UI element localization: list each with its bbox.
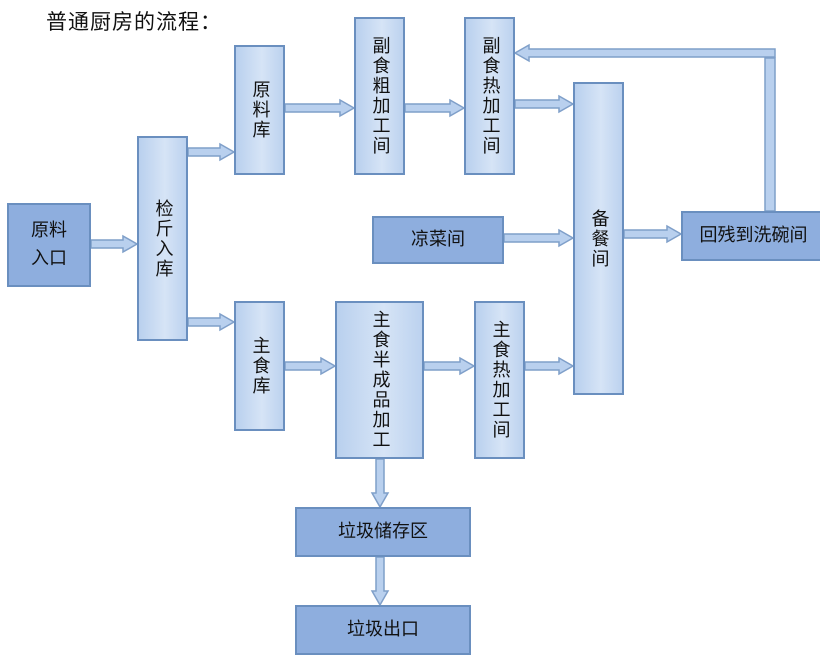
arrow-wash-return-vertical (764, 57, 776, 212)
node-prep-meal: 备餐间 (573, 82, 624, 395)
arrow-entry-to-inspect (90, 234, 139, 254)
flow-arrows (90, 43, 776, 607)
node-inspect-store: 检斤入库 (137, 136, 188, 341)
node-staple-heat: 主食热加工间 (474, 301, 525, 459)
node-staple-store: 主食库 (234, 301, 285, 431)
arrow-raw-to-side-rough (284, 98, 356, 118)
arrow-inspect-to-staple-store (187, 312, 236, 332)
node-side-heat-label: 副食热加工间 (479, 36, 501, 156)
arrow-side-heat-to-prep (514, 94, 575, 114)
node-garbage-store-label: 垃圾储存区 (338, 521, 428, 542)
node-dish-wash: 回残到洗碗间 (681, 211, 820, 261)
arrow-layer (90, 43, 776, 607)
node-raw-entry: 原料入口 (7, 203, 91, 287)
node-staple-semi-label: 主食半成品加工 (369, 310, 391, 450)
node-side-rough: 副食粗加工间 (354, 17, 405, 175)
node-dish-wash-label: 回残到洗碗间 (699, 225, 808, 246)
arrow-prep-to-wash (623, 224, 683, 244)
node-staple-store-label: 主食库 (249, 336, 271, 396)
arrow-semi-to-garbage (370, 458, 390, 509)
node-staple-semi: 主食半成品加工 (335, 301, 424, 459)
arrow-staple-store-to-semi (284, 356, 337, 376)
arrow-garbage-to-exit (370, 556, 390, 607)
node-raw-store-label: 原料库 (249, 80, 271, 140)
arrow-side-rough-to-side-heat (404, 98, 466, 118)
node-inspect-store-label: 检斤入库 (152, 198, 174, 279)
node-side-rough-label: 副食粗加工间 (369, 36, 391, 156)
node-garbage-store: 垃圾储存区 (295, 507, 471, 557)
node-raw-entry-label: 原料入口 (31, 220, 67, 269)
arrow-staple-heat-to-prep (524, 356, 575, 376)
arrow-semi-to-heat (423, 356, 476, 376)
arrow-cold-to-prep (503, 228, 575, 248)
node-staple-heat-label: 主食热加工间 (489, 320, 511, 440)
page-title: 普通厨房的流程： (46, 10, 222, 34)
node-cold-dish: 凉菜间 (372, 216, 504, 264)
arrow-wash-return-to-side-heat (513, 43, 776, 63)
node-garbage-exit-label: 垃圾出口 (347, 619, 419, 640)
arrow-inspect-to-raw-store (187, 142, 236, 162)
node-side-heat: 副食热加工间 (464, 17, 515, 175)
node-raw-store: 原料库 (234, 45, 285, 175)
node-prep-meal-label: 备餐间 (588, 208, 610, 269)
node-garbage-exit: 垃圾出口 (295, 605, 471, 655)
node-cold-dish-label: 凉菜间 (411, 229, 465, 250)
